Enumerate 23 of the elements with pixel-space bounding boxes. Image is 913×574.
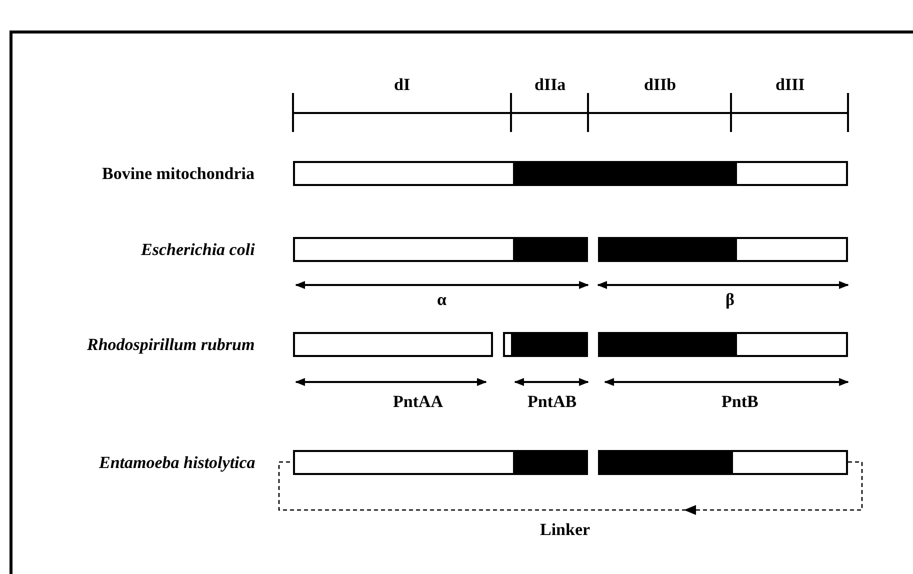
subunit-label: PntB — [722, 392, 758, 412]
species-label: Bovine mitochondria — [102, 164, 255, 184]
domain-bar — [293, 161, 848, 186]
domain-bar — [598, 237, 848, 262]
species-label: Escherichia coli — [141, 240, 255, 260]
species-label: Rhodospirillum rubrum — [87, 335, 255, 355]
subunit-label: PntAA — [393, 392, 444, 412]
domain-label: dIIa — [534, 75, 566, 95]
species-label: Entamoeba histolytica — [99, 453, 256, 473]
domain-label: dI — [394, 75, 410, 95]
edge-label: Linker — [540, 520, 590, 540]
domain-bar — [598, 332, 848, 357]
domain-bar — [293, 332, 493, 357]
subunit-label: PntAB — [528, 392, 577, 412]
subunit-label: β — [726, 290, 734, 310]
domain-bar — [598, 450, 848, 475]
domain-bar — [503, 332, 588, 357]
linker-arrow — [278, 461, 863, 515]
domain-label: dIIb — [644, 75, 676, 95]
domain-label: dIII — [776, 75, 805, 95]
subunit-label: α — [437, 290, 446, 310]
domain-bar — [293, 237, 588, 262]
domain-bar — [293, 450, 588, 475]
